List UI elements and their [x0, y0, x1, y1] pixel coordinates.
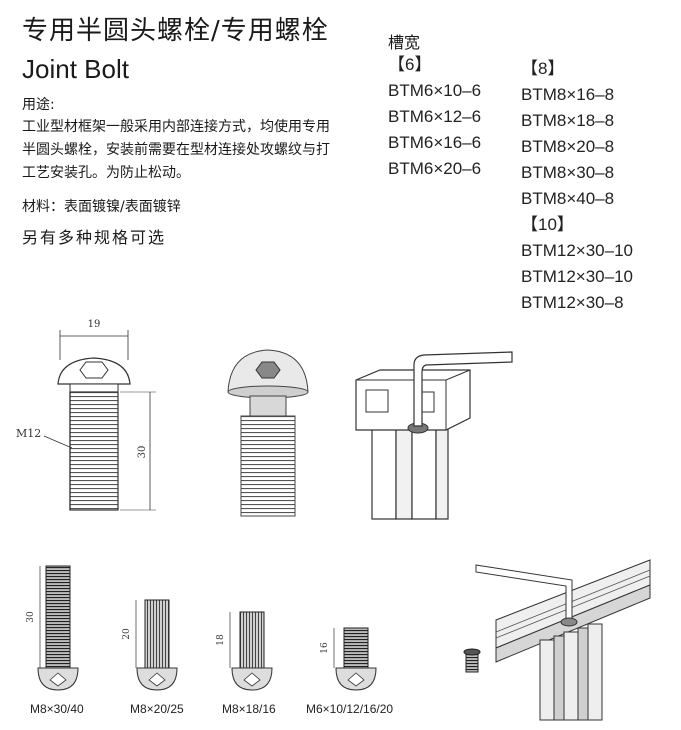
size-dim: 18 — [216, 634, 226, 646]
size-caption: M6×10/12/16/20 — [306, 702, 394, 716]
size-dim: 20 — [122, 628, 132, 640]
size-bolt-4: 16 — [320, 627, 377, 691]
title-english: Joint Bolt — [22, 54, 129, 84]
spec-item: BTM6×12–6 — [388, 107, 482, 126]
spec-item: BTM6×16–6 — [388, 133, 482, 152]
size-bolt-1: 30 — [26, 565, 79, 691]
spec-list-8-10: 【8】 BTM8×16–8 BTM8×18–8 BTM8×20–8 BTM8×3… — [521, 56, 633, 316]
spec-item: BTM8×30–8 — [521, 163, 615, 182]
length-dim: 30 — [137, 446, 148, 459]
bolt-dimension-drawing: 19 30 M12 — [16, 319, 156, 511]
size-caption: M8×18/16 — [222, 702, 276, 716]
spec-item: 【6】 — [388, 55, 432, 74]
size-bolt-3: 18 — [216, 611, 273, 691]
size-bolt-2: 20 — [122, 599, 178, 691]
spec-item: BTM6×10–6 — [388, 81, 482, 100]
usage-label: 用途: — [22, 97, 55, 113]
profile-assembly — [355, 351, 513, 520]
bolt-render — [227, 349, 309, 517]
spec-item: 【8】 — [521, 59, 565, 78]
head-width-dim: 19 — [88, 319, 101, 330]
thread-label: M12 — [16, 427, 41, 440]
more-specs-text: 另有多种规格可选 — [22, 228, 167, 247]
title-chinese: 专用半圆头螺栓/专用螺栓 — [22, 16, 329, 46]
spec-item: BTM12×30–10 — [521, 241, 633, 260]
spec-item: BTM8×16–8 — [521, 85, 615, 104]
spec-item: BTM8×20–8 — [521, 137, 615, 156]
size-dim: 30 — [26, 611, 36, 623]
material-text: 材料：表面镀镍/表面镀锌 — [22, 199, 181, 215]
spec-item: BTM8×40–8 — [521, 189, 615, 208]
size-dim: 16 — [320, 642, 330, 654]
spec-item: BTM12×30–8 — [521, 293, 624, 312]
size-caption: M8×30/40 — [30, 702, 84, 716]
usage-text: 工业型材框架一般采用内部连接方式，均使用专用半圆头螺栓，安装前需要在型材连接处攻… — [22, 119, 330, 181]
spec-item: BTM6×20–6 — [388, 159, 482, 178]
spec-list-6: 【6】 BTM6×10–6 BTM6×12–6 BTM6×16–6 BTM6×2… — [388, 52, 481, 182]
slot-width-label: 槽宽 — [388, 33, 421, 52]
spec-item: 【10】 — [521, 215, 574, 234]
spec-item: BTM8×18–8 — [521, 111, 615, 130]
size-caption: M8×20/25 — [130, 702, 184, 716]
installation-scene — [463, 559, 651, 721]
spec-item: BTM12×30–10 — [521, 267, 633, 286]
